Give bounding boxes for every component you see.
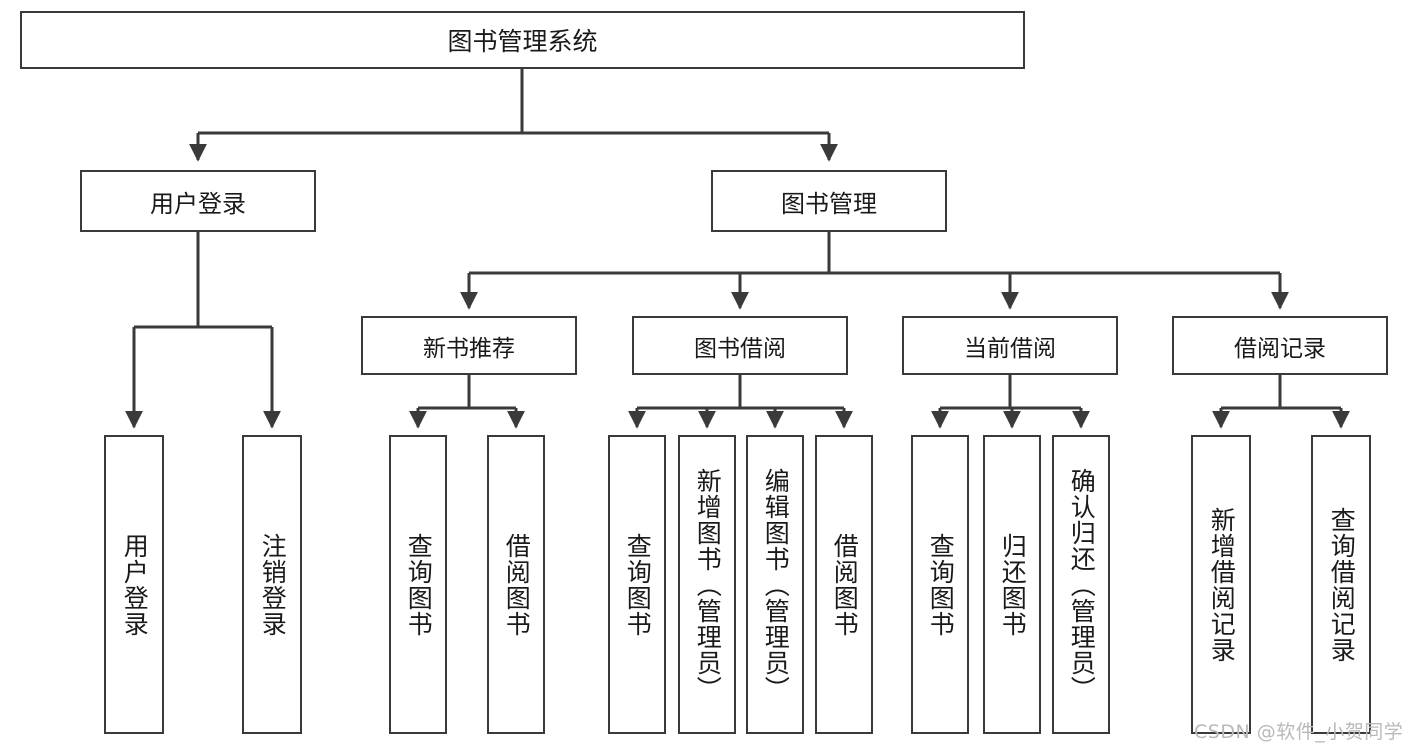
node-leaf-edit-book[interactable]: 编辑图书（管理员） xyxy=(746,435,804,734)
watermark: CSDN @软件_小贺同学 xyxy=(1194,721,1404,743)
node-label: 借阅记录 xyxy=(1234,335,1326,362)
node-label: 借阅图书 xyxy=(502,532,532,637)
node-label: 确认归还（管理员） xyxy=(1067,467,1097,702)
node-label: 用户登录 xyxy=(150,189,246,218)
node-label: 查询借阅记录 xyxy=(1327,506,1357,663)
node-user-login[interactable]: 用户登录 xyxy=(80,170,316,232)
node-new-book-rec[interactable]: 新书推荐 xyxy=(361,316,577,375)
node-current-borrow[interactable]: 当前借阅 xyxy=(902,316,1118,375)
node-label: 查询图书 xyxy=(623,532,653,637)
node-leaf-query-book-1[interactable]: 查询图书 xyxy=(389,435,447,734)
node-label: 图书借阅 xyxy=(694,335,786,362)
node-leaf-query-book-2[interactable]: 查询图书 xyxy=(608,435,666,734)
node-leaf-add-record[interactable]: 新增借阅记录 xyxy=(1191,435,1251,734)
node-leaf-query-book-3[interactable]: 查询图书 xyxy=(911,435,969,734)
node-label: 借阅图书 xyxy=(830,532,860,637)
node-label: 新书推荐 xyxy=(423,335,515,362)
node-leaf-user-login[interactable]: 用户登录 xyxy=(104,435,164,734)
node-label: 新增借阅记录 xyxy=(1207,506,1237,663)
node-leaf-query-record[interactable]: 查询借阅记录 xyxy=(1311,435,1371,734)
node-book-manage[interactable]: 图书管理 xyxy=(711,170,947,232)
node-leaf-logout[interactable]: 注销登录 xyxy=(242,435,302,734)
node-label: 归还图书 xyxy=(998,532,1028,637)
node-label: 注销登录 xyxy=(258,532,288,637)
node-leaf-borrow-book-2[interactable]: 借阅图书 xyxy=(815,435,873,734)
node-book-borrow[interactable]: 图书借阅 xyxy=(632,316,848,375)
node-label: 新增图书（管理员） xyxy=(693,467,723,702)
node-label: 查询图书 xyxy=(926,532,956,637)
node-leaf-return-book[interactable]: 归还图书 xyxy=(983,435,1041,734)
node-label: 查询图书 xyxy=(404,532,434,637)
node-label: 图书管理 xyxy=(781,189,877,218)
node-label: 当前借阅 xyxy=(964,335,1056,362)
node-label: 图书管理系统 xyxy=(447,27,598,56)
node-borrow-record[interactable]: 借阅记录 xyxy=(1172,316,1388,375)
node-label: 用户登录 xyxy=(120,532,150,637)
node-label: 编辑图书（管理员） xyxy=(761,467,791,702)
node-leaf-add-book[interactable]: 新增图书（管理员） xyxy=(678,435,736,734)
node-leaf-confirm-return[interactable]: 确认归还（管理员） xyxy=(1052,435,1110,734)
node-leaf-borrow-book-1[interactable]: 借阅图书 xyxy=(487,435,545,734)
node-root-system[interactable]: 图书管理系统 xyxy=(20,11,1025,69)
